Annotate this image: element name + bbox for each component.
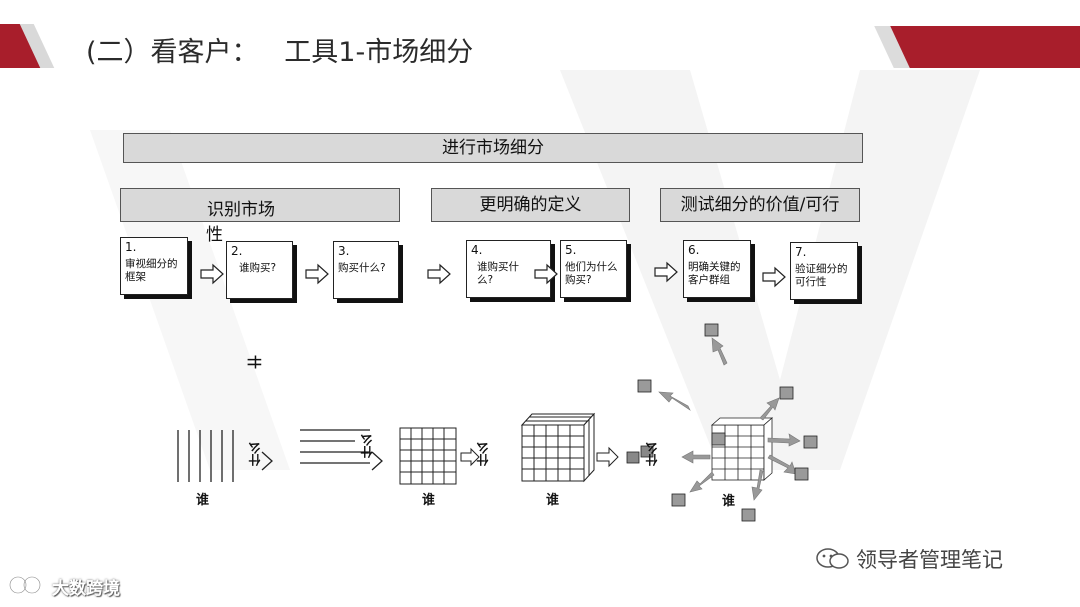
who-label: 谁 (546, 493, 560, 508)
arrow-icon (460, 447, 480, 467)
step-1-text: 审视细分的 框架 (125, 258, 178, 283)
step-5-text: 他们为什么 购买? (565, 261, 618, 286)
step-2-text: 谁购买? (239, 262, 277, 274)
phase-test-value: 测试细分的价值/可行 (660, 188, 860, 222)
segment-cubes (637, 323, 818, 522)
what-label: 什么 (645, 442, 659, 466)
step-box-5: 5. 他们为什么 购买? (560, 240, 627, 298)
radiating-arrows (658, 337, 801, 501)
phase-1-label-line1: 识别市场 (207, 200, 275, 220)
step-3-text: 购买什么? (338, 262, 386, 274)
step-7-number: 7. (795, 245, 807, 259)
who-label: 谁 (722, 494, 736, 509)
step-6-number: 6. (688, 243, 700, 257)
what-label: 什么 (476, 442, 490, 466)
step-3-number: 3. (338, 244, 350, 258)
who-label: 谁 (196, 493, 210, 508)
step-box-3: 3. 购买什么? (333, 241, 399, 299)
cube-3d (520, 412, 596, 483)
wechat-icon (816, 548, 849, 569)
small-cubes (626, 445, 654, 464)
step-box-7: 7. 验证细分的 可行性 (790, 242, 858, 300)
step-box-2: 2. 谁购买? (226, 241, 293, 299)
chevron-right-icon (371, 451, 383, 471)
step-4-text: 谁购买什 么? (477, 261, 519, 286)
what-label: 什么 (248, 442, 262, 466)
exploded-cube-cluster (710, 417, 774, 481)
step-5-number: 5. (565, 243, 577, 257)
arrow-icon (596, 446, 619, 468)
step-2-number: 2. (231, 244, 243, 258)
step-1-number: 1. (125, 240, 137, 254)
grid-matrix (399, 427, 457, 485)
step-box-1: 1. 审视细分的 框架 (120, 237, 188, 295)
step-box-6: 6. 明确关键的 客户群组 (683, 240, 751, 298)
page-title: (二）看客户： 工具1-市场细分 (86, 37, 474, 68)
chevron-right-icon (261, 451, 273, 471)
main-process-bar: 进行市场细分 (123, 133, 863, 163)
step-6-text: 明确关键的 客户群组 (688, 261, 741, 286)
brand-name: 大数跨境 (52, 579, 120, 599)
who-lines (177, 430, 234, 482)
phase-1-label-line2: 性 (206, 225, 223, 245)
watermark-text: 领导者管理笔记 (856, 548, 1003, 572)
step-7-text: 验证细分的 可行性 (795, 263, 848, 288)
brand-logo-icon (9, 576, 41, 594)
who-label: 谁 (422, 493, 436, 508)
phase-identify-market: 识别市场 (120, 188, 400, 222)
what-label: 什么 (360, 434, 374, 458)
step-4-number: 4. (471, 243, 483, 257)
what-lines (300, 429, 370, 464)
phase-clear-definition: 更明确的定义 (431, 188, 630, 222)
